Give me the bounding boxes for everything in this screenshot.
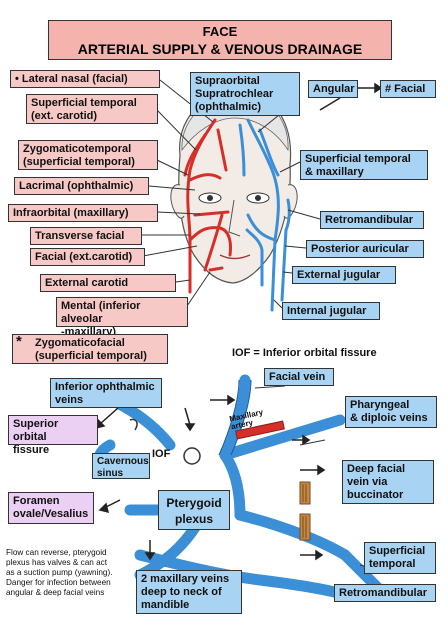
label-two-maxillary-veins: 2 maxillary veins deep to neck of mandib… <box>136 570 242 614</box>
artery-network <box>183 118 232 294</box>
label-mental: Mental (inferior alveolar -maxillary) <box>56 297 188 338</box>
label-external-carotid: External carotid <box>40 274 176 292</box>
label-foramen-ovale: Foramen ovale/Vesalius <box>8 492 94 524</box>
label-facial-vein-bottom: Facial vein <box>264 368 334 386</box>
label-posterior-auricular: Posterior auricular <box>306 240 424 258</box>
label-infraorbital: Infraorbital (maxillary) <box>8 204 158 222</box>
title-line2: ARTERIAL SUPPLY & VENOUS DRAINAGE <box>77 41 363 57</box>
label-superficial-temporal-maxillary: Superficial temporal & maxillary <box>300 150 428 180</box>
label-retromandibular-top: Retromandibular <box>320 211 424 229</box>
top-arrows <box>319 82 383 111</box>
iof-definition: IOF = Inferior orbital fissure <box>232 347 377 359</box>
label-deep-facial-vein: Deep facial vein via buccinator <box>342 460 434 504</box>
label-angular: Angular <box>308 80 358 98</box>
label-superficial-temporal-artery: Superficial temporal (ext. carotid) <box>26 94 158 124</box>
label-cavernous-sinus: Cavernous sinus <box>92 453 150 479</box>
label-lateral-nasal: • Lateral nasal (facial) <box>10 70 160 88</box>
label-zygomaticotemporal: Zygomaticotemporal (superficial temporal… <box>18 140 158 170</box>
label-zygomaticofacial: Zygomaticofacial (superficial temporal) <box>12 334 168 364</box>
iof-circle <box>183 447 201 465</box>
buccinator-muscle <box>299 481 311 541</box>
title-line1: FACE <box>202 24 238 39</box>
label-inferior-ophthalmic: Inferior ophthalmic veins <box>50 378 162 408</box>
label-superficial-temporal-bottom: Superficial temporal <box>364 542 436 574</box>
label-transverse-facial: Transverse facial <box>30 227 142 245</box>
vein-dark-edges <box>218 379 252 456</box>
label-superior-orbital-fissure: Superior orbital fissure <box>8 415 98 456</box>
title-box: FACE ARTERIAL SUPPLY & VENOUS DRAINAGE <box>48 20 392 60</box>
flow-arrows <box>94 394 326 561</box>
label-external-jugular: External jugular <box>292 266 396 284</box>
label-lacrimal: Lacrimal (ophthalmic) <box>14 177 149 195</box>
label-supraorbital: Supraorbital Supratrochlear (ophthalmic) <box>190 72 300 116</box>
label-facial-artery: Facial (ext.carotid) <box>30 248 145 266</box>
label-pterygoid-plexus: Pterygoid plexus <box>158 490 230 530</box>
label-facial-vein-top: # Facial <box>380 80 436 98</box>
star-marker: * <box>16 333 22 350</box>
label-pharyngeal-diploic: Pharyngeal & diploic veins <box>345 396 437 428</box>
label-internal-jugular: Internal jugular <box>282 302 380 320</box>
flow-note: Flow can reverse, pterygoid plexus has v… <box>6 548 113 597</box>
label-retromandibular-bottom: Retromandibular <box>334 584 436 602</box>
vein-network <box>238 118 291 312</box>
label-iof: IOF <box>152 448 171 460</box>
maxillary-artery-bar <box>235 420 285 440</box>
cavernous-sinus-marker <box>129 418 138 431</box>
